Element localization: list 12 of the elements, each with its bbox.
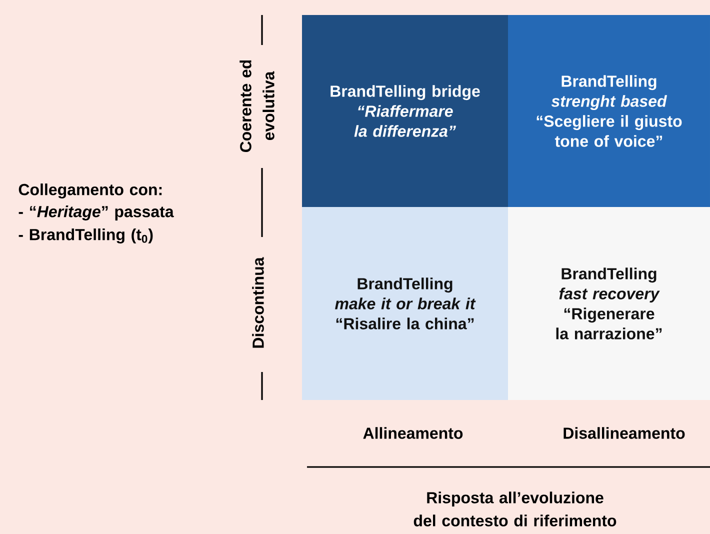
axis-label: Coerente ed evolutiva	[240, 60, 274, 152]
heading-text: Collegamento con:	[18, 184, 162, 198]
quadrant-box: BrandTelling fast recovery “Rigenerare la narrazione”	[508, 207, 710, 400]
list-item: - “Heritage” passata	[18, 206, 174, 220]
quadrant-box: BrandTelling strenght based “Scegliere il giusto tone of voice”	[508, 15, 710, 207]
axis-label: Discontinua	[252, 257, 264, 348]
axis-label: Disallineamento	[564, 427, 685, 439]
quadrant-box: BrandTelling make it or break it “Risalire la china”	[302, 207, 508, 400]
quadrant-box: BrandTelling bridge “Riaffermare la differenza”	[302, 15, 508, 207]
axis-title: Risposta all’evoluzione del contesto di riferimento	[414, 492, 616, 526]
axis-label: Allineamento	[363, 427, 463, 439]
list-item: - BrandTelling (t$_{0}$)	[18, 228, 153, 244]
